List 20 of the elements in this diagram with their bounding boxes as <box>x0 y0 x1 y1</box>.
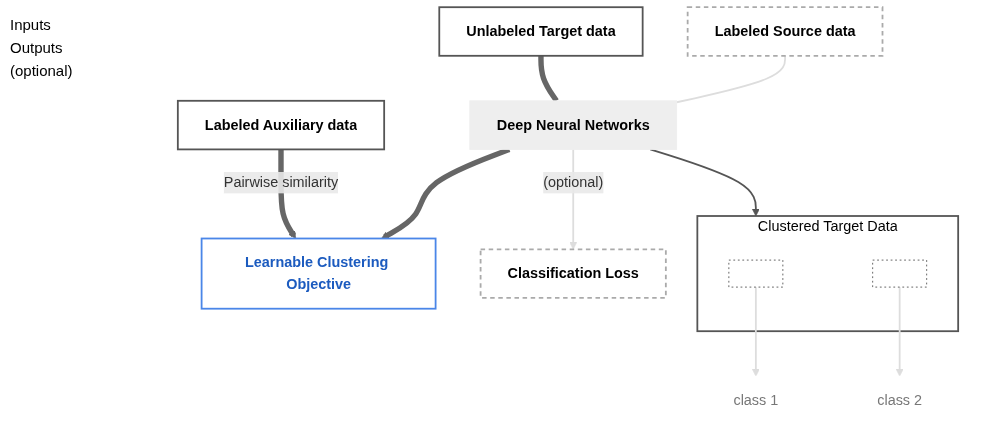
arrow <box>649 148 760 217</box>
node-box <box>872 259 928 288</box>
node-text: class 1 <box>733 392 779 408</box>
node-box: Labeled Auxiliary data <box>176 99 386 151</box>
cluster: Clustered Target Data <box>696 215 960 333</box>
edge-label: (optional) <box>543 174 604 190</box>
node-box: Unlabeled Target data <box>438 6 644 57</box>
node-box: Classification Loss <box>479 248 667 299</box>
node-box: Learnable Clustering Objective <box>200 237 437 310</box>
connector <box>675 54 786 104</box>
note-text: Outputs <box>10 39 64 56</box>
arrow <box>895 286 904 377</box>
node-text: class 2 <box>877 392 923 408</box>
node-box <box>728 259 784 288</box>
arrow <box>751 286 760 377</box>
note-text: (optional) <box>10 62 74 79</box>
edge-label: Pairwise similarity <box>223 174 339 190</box>
node-box: Deep Neural Networks <box>469 100 678 150</box>
note-text: Inputs <box>10 16 52 33</box>
node-box: Labeled Source data <box>686 6 884 57</box>
